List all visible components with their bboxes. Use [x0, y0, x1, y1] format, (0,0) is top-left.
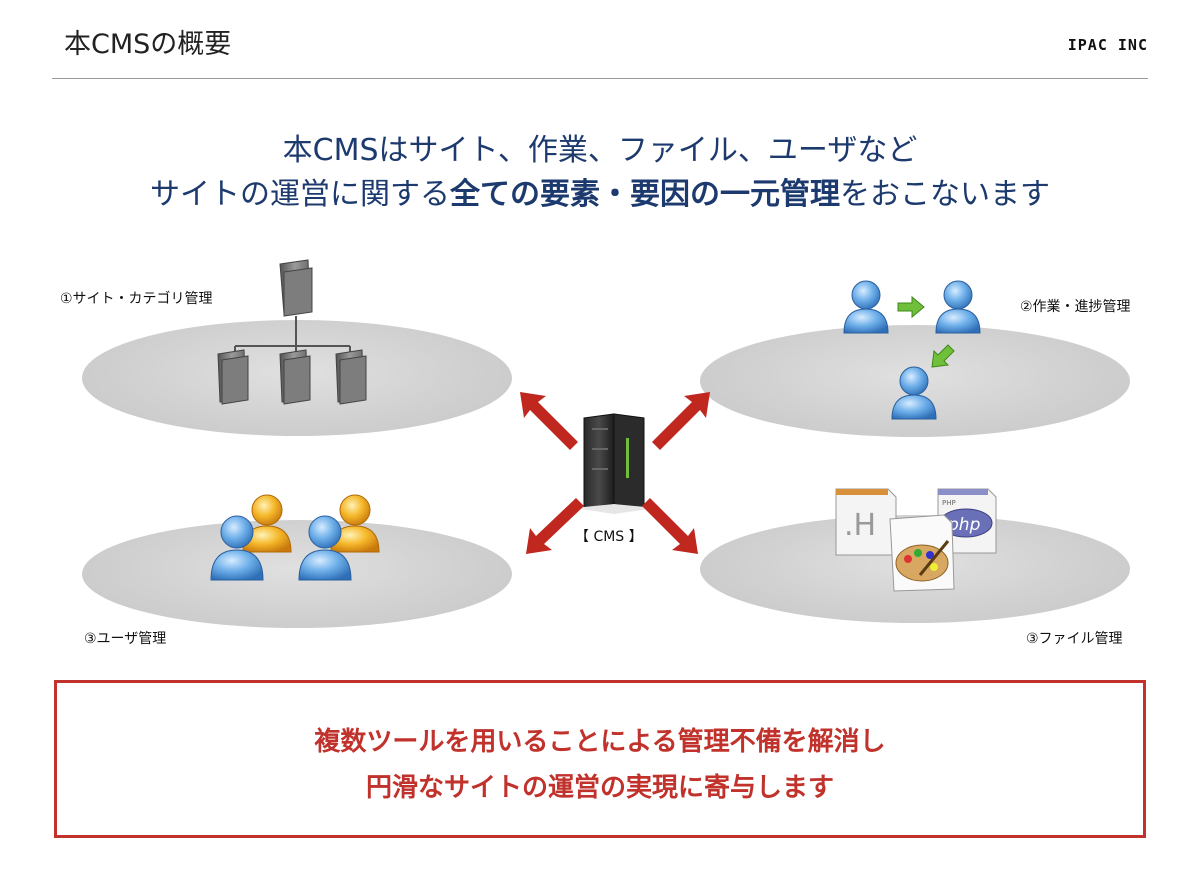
folder-tree-icon [217, 259, 367, 405]
arrow-up-right-icon [652, 392, 710, 450]
palette-file-icon [889, 514, 955, 592]
folder-icon [279, 349, 311, 405]
site-category-label: ①サイト・カテゴリ管理 [60, 291, 213, 307]
user-icon [210, 515, 264, 581]
folder-icon [335, 349, 367, 405]
folder-icon [217, 349, 249, 405]
cms-server-icon [574, 413, 656, 514]
slide-title: 本CMSの概要 [64, 29, 232, 60]
arrow-down-left-icon [526, 498, 584, 554]
headline-line-2: サイトの運営に関する全ての要素・要因の一元管理をおこないます [0, 172, 1200, 218]
headline-line-2-emphasis: 全ての要素・要因の一元管理 [450, 177, 840, 212]
green-arrow-right-icon [897, 295, 925, 319]
user-icon [298, 515, 352, 581]
html-file-letter: .H [844, 508, 876, 543]
user-icon [843, 280, 889, 334]
result-line-1: 複数ツールを用いることによる管理不備を解消し [314, 727, 886, 757]
result-line-2: 円滑なサイトの運営の実現に寄与します [365, 773, 834, 803]
green-arrow-down-left-icon [931, 344, 955, 368]
file-types-icon: .H PHP php [835, 488, 997, 592]
html-file-icon: .H [835, 488, 897, 556]
user-icon [935, 280, 981, 334]
headline-line-1: 本CMSはサイト、作業、ファイル、ユーザなど [282, 133, 918, 168]
work-flow-icon [843, 280, 981, 420]
arrow-down-right-icon [642, 498, 698, 554]
user-group-icon [210, 494, 380, 581]
work-progress-label: ②作業・進捗管理 [1020, 299, 1131, 315]
user-icon [330, 494, 380, 553]
file-label: ③ファイル管理 [1026, 631, 1123, 647]
user-platform [82, 520, 512, 628]
php-badge: PHP [942, 499, 956, 507]
folder-icon [279, 259, 313, 317]
arrow-up-left-icon [520, 392, 578, 450]
user-icon [891, 366, 937, 420]
cms-label: 【 CMS 】 [575, 529, 643, 545]
php-text: php [947, 515, 981, 535]
result-box: 複数ツールを用いることによる管理不備を解消し 円滑なサイトの運営の実現に寄与しま… [54, 680, 1146, 838]
company-logo: IPAC INC [1067, 36, 1148, 54]
user-label: ③ユーザ管理 [84, 631, 167, 647]
headline-line-2-pre: サイトの運営に関する [150, 177, 450, 212]
headline-line-2-post: をおこないます [840, 177, 1050, 212]
header-divider [52, 78, 1148, 79]
